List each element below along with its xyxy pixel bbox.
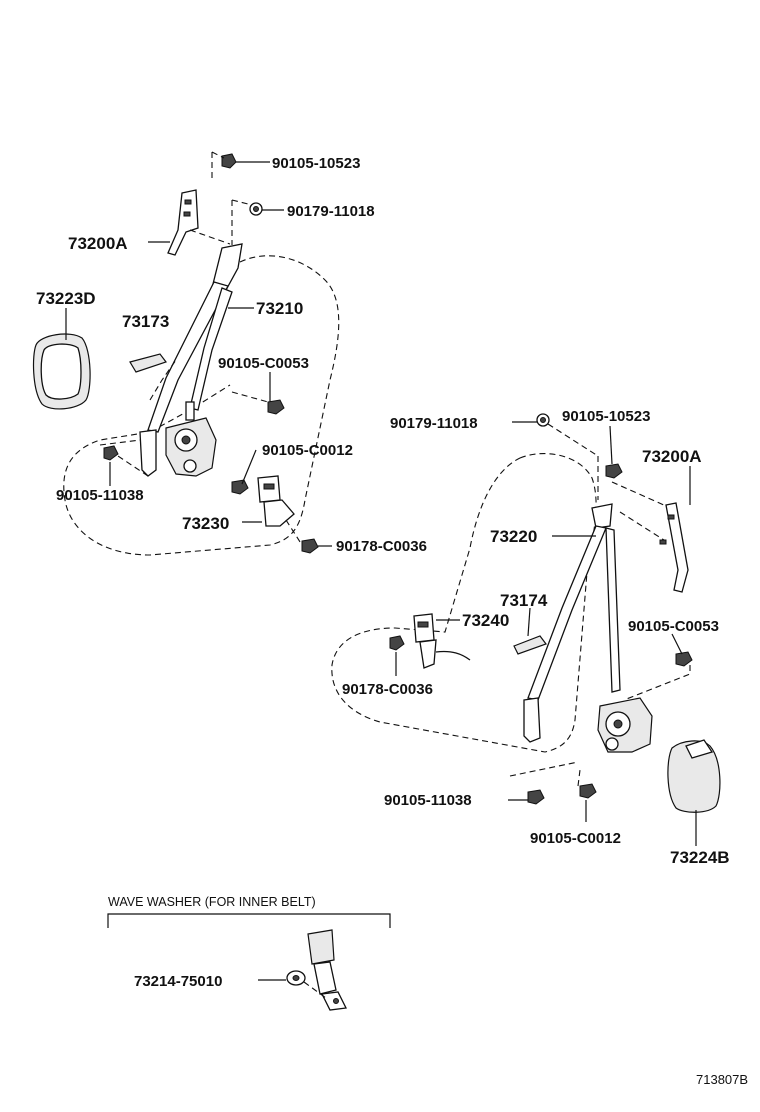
label-90105-10523-right: 90105-10523 [562, 408, 650, 425]
left-seat-belt-assembly [32, 189, 295, 527]
label-90179-11018-right: 90179-11018 [390, 415, 478, 432]
label-90179-11018-upper-left: 90179-11018 [287, 203, 375, 220]
label-90105-C0012-left: 90105-C0012 [262, 442, 353, 459]
right-leader-lines [395, 421, 697, 846]
label-73223D: 73223D [36, 289, 96, 308]
label-73230: 73230 [182, 514, 229, 533]
label-73210: 73210 [256, 299, 303, 318]
label-90105-C0053-left: 90105-C0053 [218, 355, 309, 372]
label-90105-11038-right: 90105-11038 [384, 792, 472, 809]
label-73200A-right: 73200A [642, 447, 702, 466]
label-90105-10523-upper-left: 90105-10523 [272, 155, 360, 172]
label-90105-11038-left: 90105-11038 [56, 487, 144, 504]
label-73240: 73240 [462, 611, 509, 630]
illustration-id: 713807B [696, 1072, 748, 1087]
label-73214-75010: 73214-75010 [134, 973, 222, 990]
part-labels: 90105-10523 90179-11018 73200A 73223D 73… [36, 155, 730, 867]
label-73220: 73220 [490, 527, 537, 546]
label-90178-C0036-right: 90178-C0036 [342, 681, 433, 698]
right-fasteners [389, 413, 693, 805]
left-leader-lines [65, 151, 332, 547]
label-73173: 73173 [122, 312, 169, 331]
left-seat-outline [63, 255, 340, 556]
label-73174: 73174 [500, 591, 548, 610]
label-73224B: 73224B [670, 848, 730, 867]
inset-title: WAVE WASHER (FOR INNER BELT) [108, 895, 316, 909]
label-90105-C0012-right: 90105-C0012 [530, 830, 621, 847]
wave-washer-inset: WAVE WASHER (FOR INNER BELT) 73214-75010 [107, 895, 391, 1011]
left-fasteners [103, 153, 319, 554]
right-seat-outline [331, 453, 597, 753]
right-seat-belt-assembly [413, 502, 721, 813]
label-90105-C0053-right: 90105-C0053 [628, 618, 719, 635]
label-73200A-left: 73200A [68, 234, 128, 253]
label-90178-C0036-left: 90178-C0036 [336, 538, 427, 555]
